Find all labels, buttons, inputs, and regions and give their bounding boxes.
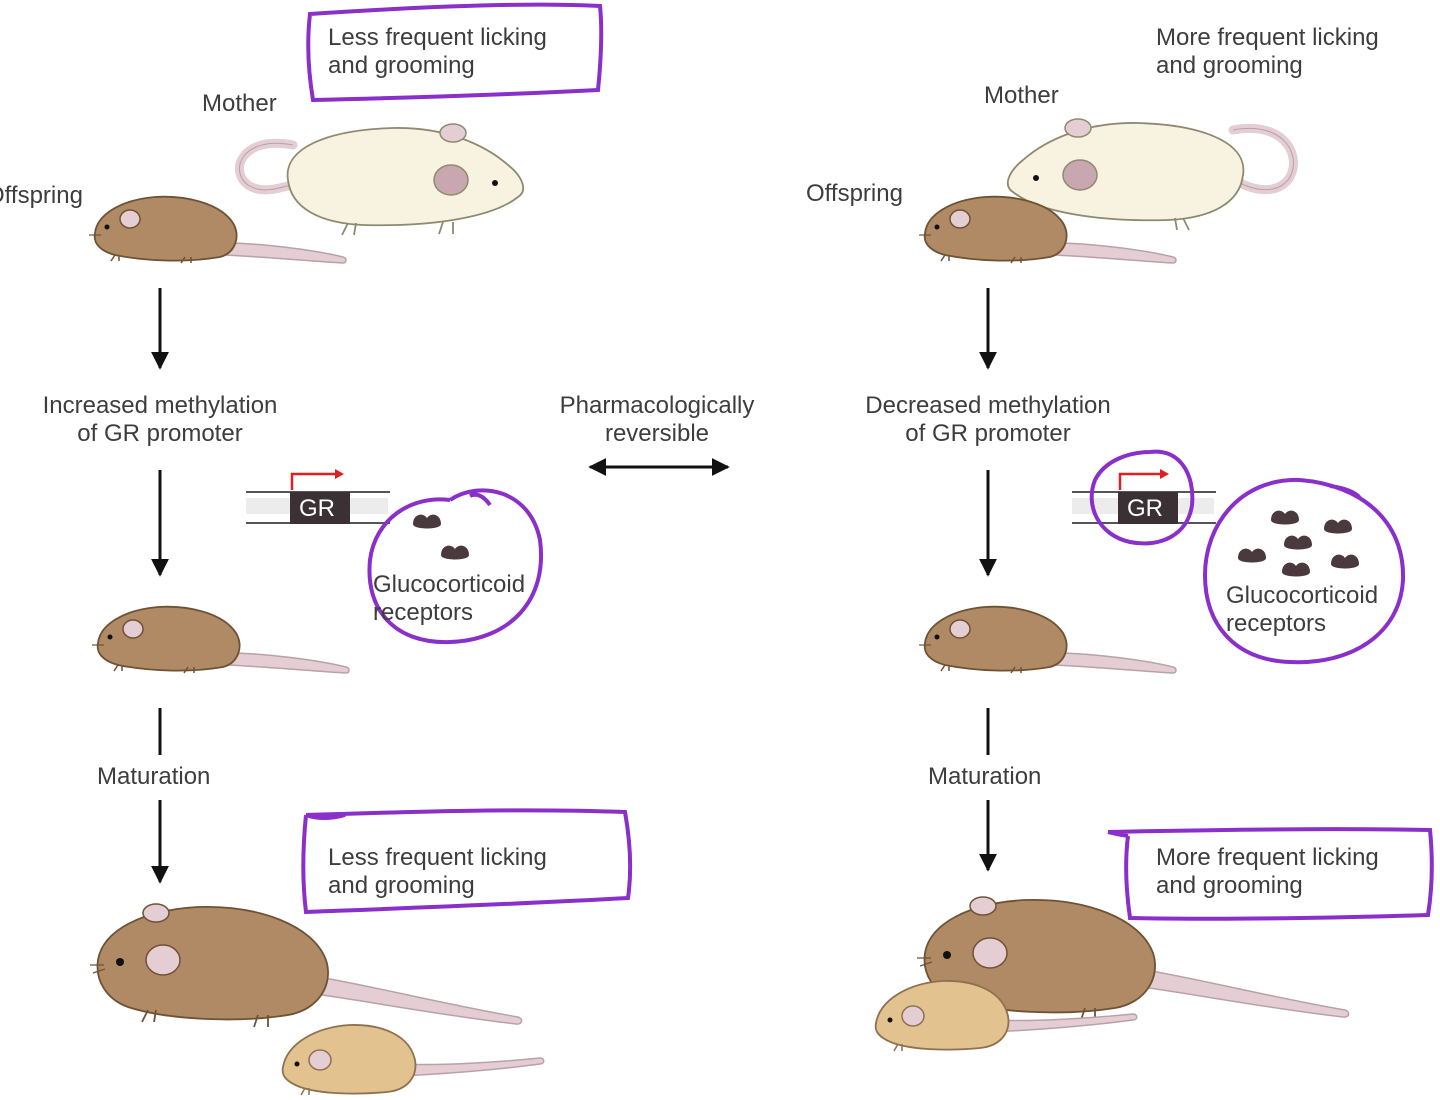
- annotation-circle-gr-right: [1089, 449, 1195, 546]
- annotation-circle-receptors-right: [1202, 477, 1406, 665]
- right-behavior-bottom: More frequent licking and grooming: [1156, 844, 1379, 900]
- right-behavior-bottom-line2: and grooming: [1156, 872, 1303, 899]
- adult-mouse-left: [89, 903, 523, 1028]
- right-maturation-label: Maturation: [928, 763, 1042, 790]
- reversible-line2: reversible: [604, 420, 710, 447]
- annotation-circle-left: [367, 488, 544, 645]
- right-behavior-top: More frequent licking and grooming: [1156, 24, 1379, 80]
- right-receptor-line1: Glucocorticoid: [1226, 582, 1379, 609]
- pup-mouse-left: [281, 1024, 545, 1096]
- left-methylation-line1: Increased methylation: [42, 392, 278, 419]
- right-mother-label: Mother: [984, 82, 1059, 109]
- left-behavior-top: Less frequent licking and grooming: [328, 24, 547, 80]
- left-offspring-label: Offspring: [0, 182, 83, 209]
- right-methylation-line2: of GR promoter: [905, 420, 1071, 447]
- right-receptor-line2: receptors: [1226, 610, 1327, 637]
- left-behavior-bottom: Less frequent licking and grooming: [328, 844, 547, 900]
- right-receptor-label: Glucocorticoid receptors: [1226, 582, 1378, 638]
- receptor-left-2: [441, 545, 469, 560]
- annotation-box-left-top: [306, 2, 604, 103]
- left-receptor-line2: receptors: [373, 599, 474, 626]
- left-receptor-line1: Glucocorticoid: [373, 571, 526, 598]
- annotation-box-left-bottom: [301, 808, 633, 915]
- receptor-right-1: [1271, 510, 1299, 525]
- left-gr-label: GR: [299, 495, 335, 522]
- left-behavior-bottom-line2: and grooming: [328, 872, 475, 899]
- reversible-label: Pharmacologically reversible: [532, 392, 782, 448]
- left-behavior-top-line2: and grooming: [328, 52, 475, 79]
- right-methylation-line1: Decreased methylation: [865, 392, 1111, 419]
- gr-gene-left: [246, 469, 390, 524]
- annotation-box-right-bottom: [1107, 827, 1434, 921]
- receptor-left-1: [413, 514, 441, 529]
- left-behavior-top-line1: Less frequent licking: [328, 24, 547, 51]
- right-behavior-top-line2: and grooming: [1156, 52, 1303, 79]
- right-gr-label: GR: [1127, 495, 1163, 522]
- gr-gene-right: [1072, 469, 1216, 524]
- left-behavior-bottom-line1: Less frequent licking: [328, 844, 547, 871]
- receptor-right-4: [1238, 548, 1266, 563]
- left-methylation-label: Increased methylation of GR promoter: [20, 392, 300, 448]
- right-offspring-label: Offspring: [806, 180, 903, 207]
- left-methylation-line2: of GR promoter: [77, 420, 243, 447]
- receptor-right-3: [1284, 535, 1312, 550]
- juvenile-mouse-right: [918, 605, 1177, 674]
- left-mother-label: Mother: [202, 90, 277, 117]
- left-receptor-label: Glucocorticoid receptors: [373, 571, 525, 627]
- receptor-right-5: [1331, 554, 1359, 569]
- receptor-right-6: [1282, 562, 1310, 577]
- right-methylation-label: Decreased methylation of GR promoter: [843, 392, 1133, 448]
- juvenile-mouse-left: [91, 605, 350, 674]
- receptor-right-2: [1324, 519, 1352, 534]
- reversible-line1: Pharmacologically: [559, 392, 755, 419]
- mother-mouse-left: [239, 124, 523, 235]
- left-maturation-label: Maturation: [97, 763, 211, 790]
- right-behavior-top-line1: More frequent licking: [1156, 24, 1379, 51]
- right-behavior-bottom-line1: More frequent licking: [1156, 844, 1379, 871]
